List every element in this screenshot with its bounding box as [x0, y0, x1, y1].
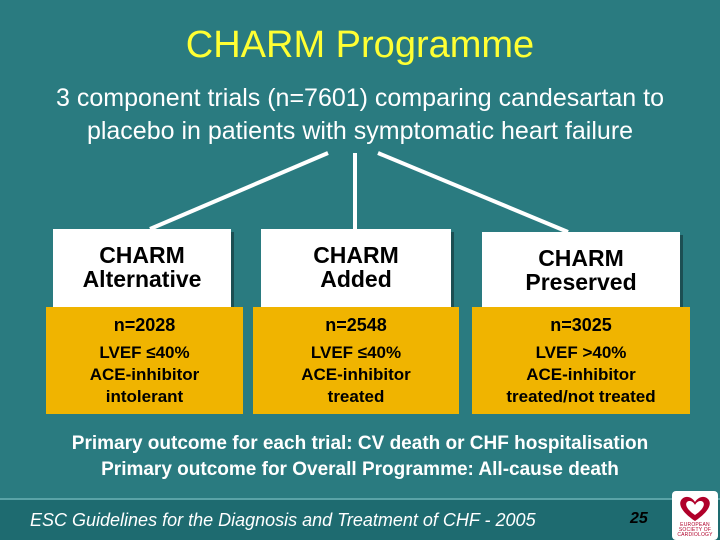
footer-bar: ESC Guidelines for the Diagnosis and Tre…	[0, 498, 720, 540]
slide-subtitle: 3 component trials (n=7601) comparing ca…	[0, 82, 720, 148]
trial-preserved-lvef: LVEF >40%	[535, 343, 627, 362]
trial-added-header: CHARM Added	[261, 229, 451, 307]
trial-alternative-name-2: Alternative	[82, 266, 202, 292]
trial-preserved-details: n=3025 LVEF >40% ACE-inhibitor treated/n…	[472, 307, 690, 414]
page-number: 25	[630, 510, 648, 527]
subtitle-line-2: placebo in patients with symptomatic hea…	[86, 117, 634, 145]
trial-added-details: n=2548 LVEF ≤40% ACE-inhibitor treated	[253, 307, 459, 414]
primary-outcomes: Primary outcome for each trial: CV death…	[0, 431, 720, 483]
trial-added-n: n=2548	[325, 315, 387, 335]
trial-alternative-lvef: LVEF ≤40%	[99, 343, 190, 362]
slide-title: CHARM Programme	[185, 24, 535, 66]
heart-icon	[680, 496, 710, 521]
trial-added-ace-2: treated	[327, 387, 385, 406]
trial-added-lvef: LVEF ≤40%	[310, 343, 402, 362]
subtitle-line-1: 3 component trials (n=7601) comparing ca…	[56, 84, 664, 112]
trial-added-ace-1: ACE-inhibitor	[301, 365, 411, 384]
trial-alternative-ace-1: ACE-inhibitor	[89, 365, 200, 384]
esc-logo: EUROPEAN SOCIETY OF CARDIOLOGY	[672, 491, 718, 540]
trial-preserved-n: n=3025	[550, 315, 612, 335]
trial-preserved-header: CHARM Preserved	[482, 232, 680, 307]
trial-alternative-name-1: CHARM	[99, 242, 185, 268]
outcome-line-1: Primary outcome for each trial: CV death…	[71, 433, 649, 454]
trial-preserved-name-2: Preserved	[525, 269, 637, 295]
trial-preserved-name-1: CHARM	[538, 245, 624, 271]
trial-alternative-details: n=2028 LVEF ≤40% ACE-inhibitor intoleran…	[46, 307, 243, 414]
trial-added-name-1: CHARM	[313, 242, 399, 268]
trial-added-name-2: Added	[320, 266, 392, 292]
footer-text: ESC Guidelines for the Diagnosis and Tre…	[30, 510, 536, 530]
logo-text: EUROPEAN SOCIETY OF CARDIOLOGY	[677, 522, 713, 538]
trial-alternative-header: CHARM Alternative	[53, 229, 231, 307]
connector-left	[149, 151, 329, 231]
outcome-line-2: Primary outcome for Overall Programme: A…	[101, 459, 619, 480]
trial-preserved-ace-1: ACE-inhibitor	[526, 365, 636, 384]
trial-alternative-n: n=2028	[113, 315, 176, 335]
connector-right	[377, 151, 569, 234]
trial-alternative-ace-2: intolerant	[105, 387, 184, 406]
trial-preserved-ace-2: treated/not treated	[506, 387, 656, 406]
